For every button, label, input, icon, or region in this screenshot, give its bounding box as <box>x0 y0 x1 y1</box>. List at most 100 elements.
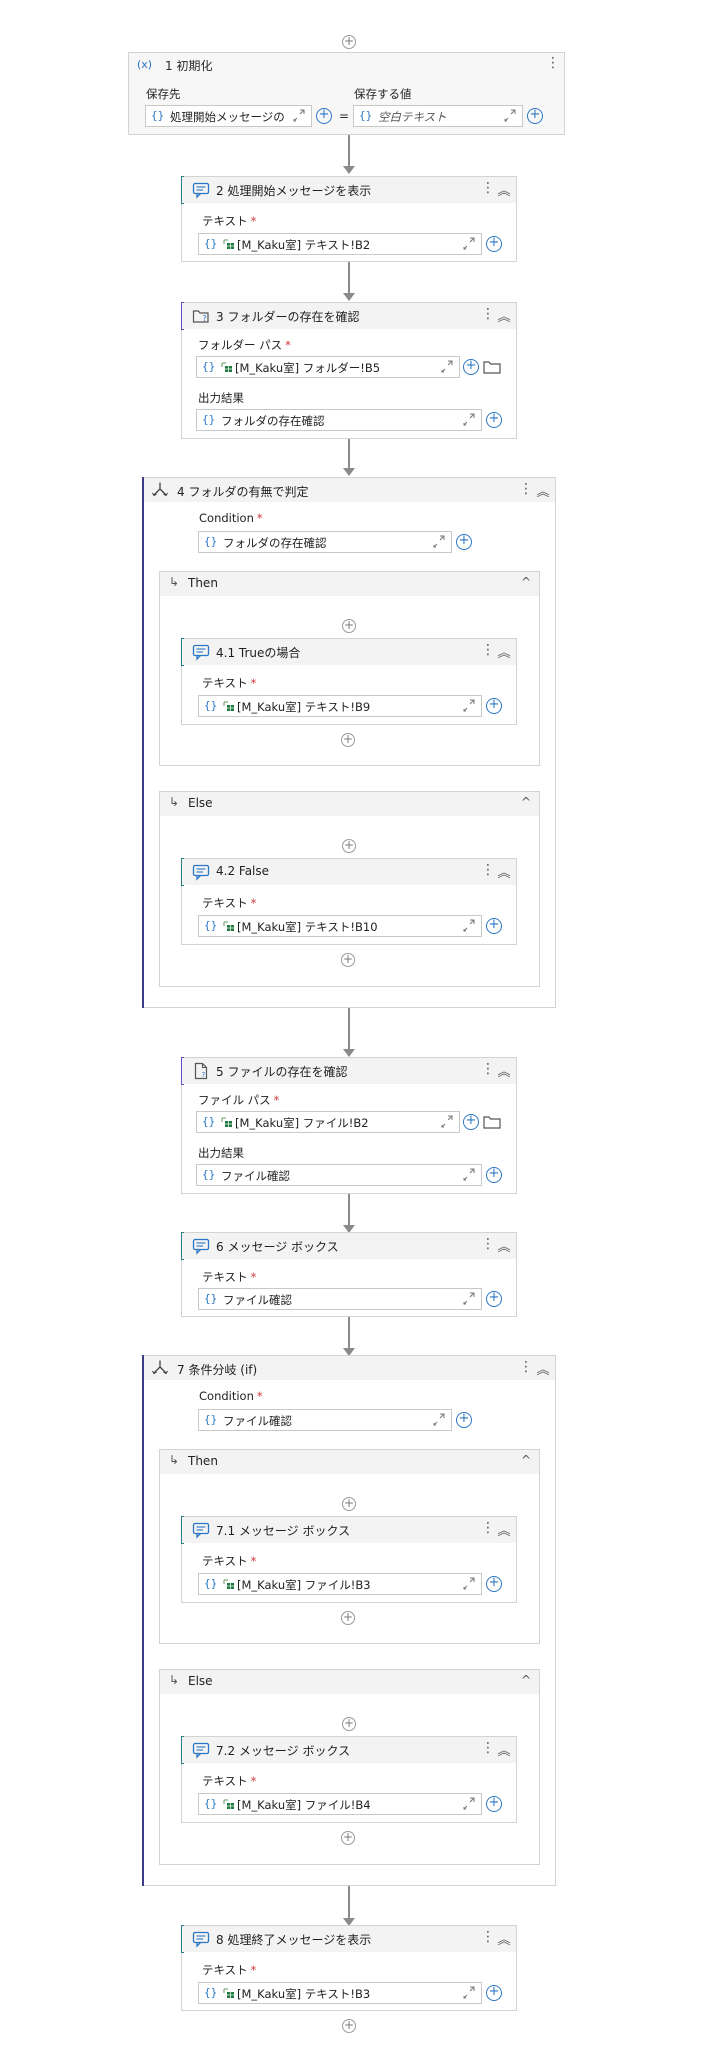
expand-arrow-icon[interactable] <box>293 108 305 122</box>
text-add-button[interactable]: + <box>486 1291 502 1307</box>
activity-7-1-message-box[interactable]: 7.1 メッセージ ボックス ⋮ ︽ テキスト* {} [M_Kaku室] ファ… <box>181 1516 517 1603</box>
file-path-add-button[interactable]: + <box>463 1114 479 1130</box>
expand-arrow-icon[interactable] <box>463 918 475 932</box>
expand-arrow-icon[interactable] <box>441 1114 453 1128</box>
activity-3-folder-exists[interactable]: 3 フォルダーの存在を確認 ⋮ ︽ フォルダー パス* {} [M_Kaku室]… <box>181 302 517 439</box>
else-branch-header[interactable]: ↳ Else ^ <box>160 792 539 816</box>
activity-7-menu-icon[interactable]: ⋮ <box>519 1359 533 1375</box>
activity-4-1-header[interactable]: 4.1 Trueの場合 ⋮ ︽ <box>182 639 516 665</box>
chevron-up-icon[interactable]: ^ <box>520 1673 531 1687</box>
folder-path-field[interactable]: {} [M_Kaku室] フォルダー!B5 <box>196 356 460 378</box>
activity-7-2-menu-icon[interactable]: ⋮ <box>481 1740 495 1756</box>
text-add-button[interactable]: + <box>486 698 502 714</box>
activity-7-2-message-box[interactable]: 7.2 メッセージ ボックス ⋮ ︽ テキスト* {} [M_Kaku室] ファ… <box>181 1736 517 1823</box>
activity-8-menu-icon[interactable]: ⋮ <box>481 1929 495 1945</box>
condition-add-button[interactable]: + <box>456 1412 472 1428</box>
folder-path-add-button[interactable]: + <box>463 359 479 375</box>
activity-8-collapse-icon[interactable]: ︽ <box>497 1933 511 1948</box>
activity-7-1-header[interactable]: 7.1 メッセージ ボックス ⋮ ︽ <box>182 1517 516 1543</box>
add-activity-button[interactable]: + <box>341 1610 355 1625</box>
activity-7-header[interactable]: 7 条件分岐 (if) ⋮ ︽ <box>143 1356 555 1380</box>
add-activity-button[interactable]: + <box>342 838 356 853</box>
value-add-button[interactable]: + <box>527 108 543 124</box>
activity-4-1-menu-icon[interactable]: ⋮ <box>481 642 495 658</box>
activity-4-2-message[interactable]: 4.2 False ⋮ ︽ テキスト* {} [M_Kaku室] テキスト!B1… <box>181 858 517 945</box>
text-field[interactable]: {} [M_Kaku室] テキスト!B3 <box>198 1982 482 2004</box>
add-activity-button[interactable]: + <box>342 1716 356 1731</box>
activity-5-collapse-icon[interactable]: ︽ <box>497 1065 511 1080</box>
text-field[interactable]: {} [M_Kaku室] テキスト!B9 <box>198 695 482 717</box>
add-activity-button[interactable]: + <box>341 1830 355 1845</box>
activity-2-menu-icon[interactable]: ⋮ <box>481 180 495 196</box>
activity-4-collapse-icon[interactable]: ︽ <box>536 485 550 500</box>
expand-arrow-icon[interactable] <box>504 108 516 122</box>
activity-7-1-collapse-icon[interactable]: ︽ <box>497 1524 511 1539</box>
activity-6-menu-icon[interactable]: ⋮ <box>481 1236 495 1252</box>
else-branch-header[interactable]: ↳ Else ^ <box>160 1670 539 1694</box>
browse-folder-icon[interactable] <box>483 360 501 374</box>
then-branch-header[interactable]: ↳ Then ^ <box>160 1450 539 1474</box>
add-activity-bottom-button[interactable]: + <box>342 2018 356 2033</box>
value-field[interactable]: {} 空白テキスト <box>353 105 523 127</box>
expand-arrow-icon[interactable] <box>463 236 475 250</box>
text-field[interactable]: {} ファイル確認 <box>198 1288 482 1310</box>
add-activity-button[interactable]: + <box>341 732 355 747</box>
expand-arrow-icon[interactable] <box>463 1576 475 1590</box>
activity-2-collapse-icon[interactable]: ︽ <box>497 184 511 199</box>
activity-4-menu-icon[interactable]: ⋮ <box>519 481 533 497</box>
activity-5-header[interactable]: 5 ファイルの存在を確認 ⋮ ︽ <box>182 1058 516 1084</box>
chevron-up-icon[interactable]: ^ <box>520 795 531 809</box>
then-branch-header[interactable]: ↳ Then ^ <box>160 572 539 596</box>
text-field[interactable]: {} [M_Kaku室] ファイル!B3 <box>198 1573 482 1595</box>
activity-1-header[interactable]: (x) 1 初期化 ⋮ <box>129 53 564 75</box>
expand-arrow-icon[interactable] <box>441 359 453 373</box>
chevron-up-icon[interactable]: ^ <box>520 1453 531 1467</box>
activity-1-menu-icon[interactable]: ⋮ <box>546 55 560 71</box>
activity-7-2-header[interactable]: 7.2 メッセージ ボックス ⋮ ︽ <box>182 1737 516 1763</box>
text-field[interactable]: {} [M_Kaku室] テキスト!B10 <box>198 915 482 937</box>
expand-arrow-icon[interactable] <box>463 1167 475 1181</box>
activity-2-header[interactable]: 2 処理開始メッセージを表示 ⋮ ︽ <box>182 177 516 203</box>
activity-3-collapse-icon[interactable]: ︽ <box>497 310 511 325</box>
activity-6-header[interactable]: 6 メッセージ ボックス ⋮ ︽ <box>182 1233 516 1259</box>
text-field[interactable]: {} [M_Kaku室] ファイル!B4 <box>198 1793 482 1815</box>
activity-4-if[interactable]: 4 フォルダの有無で判定 ⋮ ︽ Condition* {} フォルダの存在確認… <box>142 477 556 1008</box>
activity-4-1-collapse-icon[interactable]: ︽ <box>497 646 511 661</box>
activity-4-2-menu-icon[interactable]: ⋮ <box>481 862 495 878</box>
activity-8-message[interactable]: 8 処理終了メッセージを表示 ⋮ ︽ テキスト* {} [M_Kaku室] テキ… <box>181 1925 517 2011</box>
browse-folder-icon[interactable] <box>483 1115 501 1129</box>
activity-4-2-header[interactable]: 4.2 False ⋮ ︽ <box>182 859 516 885</box>
add-activity-button[interactable]: + <box>342 618 356 633</box>
output-field[interactable]: {} ファイル確認 <box>196 1164 482 1186</box>
save-to-add-button[interactable]: + <box>316 108 332 124</box>
text-add-button[interactable]: + <box>486 1576 502 1592</box>
activity-5-menu-icon[interactable]: ⋮ <box>481 1061 495 1077</box>
activity-6-message-box[interactable]: 6 メッセージ ボックス ⋮ ︽ テキスト* {} ファイル確認 + <box>181 1232 517 1317</box>
output-add-button[interactable]: + <box>486 1167 502 1183</box>
activity-4-header[interactable]: 4 フォルダの有無で判定 ⋮ ︽ <box>143 478 555 502</box>
file-path-field[interactable]: {} [M_Kaku室] ファイル!B2 <box>196 1111 460 1133</box>
condition-add-button[interactable]: + <box>456 534 472 550</box>
activity-4-1-message[interactable]: 4.1 Trueの場合 ⋮ ︽ テキスト* {} [M_Kaku室] テキスト!… <box>181 638 517 725</box>
activity-4-2-collapse-icon[interactable]: ︽ <box>497 866 511 881</box>
add-activity-button[interactable]: + <box>341 952 355 967</box>
text-field[interactable]: {} [M_Kaku室] テキスト!B2 <box>198 233 482 255</box>
activity-7-1-menu-icon[interactable]: ⋮ <box>481 1520 495 1536</box>
activity-2-message[interactable]: 2 処理開始メッセージを表示 ⋮ ︽ テキスト* {} [M_Kaku室] テキ… <box>181 176 517 262</box>
activity-7-collapse-icon[interactable]: ︽ <box>536 1363 550 1378</box>
expand-arrow-icon[interactable] <box>463 1291 475 1305</box>
activity-7-if[interactable]: 7 条件分岐 (if) ⋮ ︽ Condition* {} ファイル確認 + ↳… <box>142 1355 556 1886</box>
add-activity-top-button[interactable]: + <box>342 34 356 49</box>
activity-1-initialize[interactable]: (x) 1 初期化 ⋮ 保存先 {} 処理開始メッセージの{… + = 保存する… <box>128 52 565 135</box>
activity-5-file-exists[interactable]: 5 ファイルの存在を確認 ⋮ ︽ ファイル パス* {} [M_Kaku室] フ… <box>181 1057 517 1194</box>
chevron-up-icon[interactable]: ^ <box>520 575 531 589</box>
activity-3-menu-icon[interactable]: ⋮ <box>481 306 495 322</box>
add-activity-button[interactable]: + <box>342 1496 356 1511</box>
text-add-button[interactable]: + <box>486 918 502 934</box>
output-add-button[interactable]: + <box>486 412 502 428</box>
output-field[interactable]: {} フォルダの存在確認 <box>196 409 482 431</box>
condition-field[interactable]: {} ファイル確認 <box>198 1409 452 1431</box>
expand-arrow-icon[interactable] <box>463 412 475 426</box>
expand-arrow-icon[interactable] <box>463 1796 475 1810</box>
expand-arrow-icon[interactable] <box>463 1985 475 1999</box>
